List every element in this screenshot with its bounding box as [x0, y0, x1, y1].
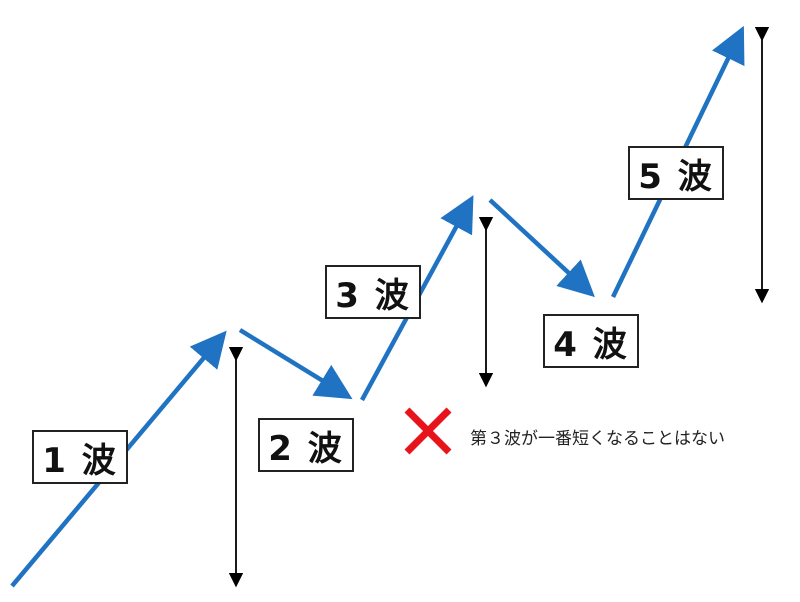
wave-5-label: 5 波 [628, 146, 724, 200]
wave-2-arrow [238, 328, 353, 400]
wave-4-arrow [488, 198, 595, 298]
wave-1-label: 1 波 [32, 430, 128, 484]
wave-3-label: 3 波 [325, 265, 421, 319]
wave-4-label: 4 波 [543, 314, 639, 368]
cross-icon [404, 407, 452, 455]
wave-2-label: 2 波 [258, 418, 354, 472]
rule-note: 第３波が一番短くなることはない [470, 429, 725, 449]
